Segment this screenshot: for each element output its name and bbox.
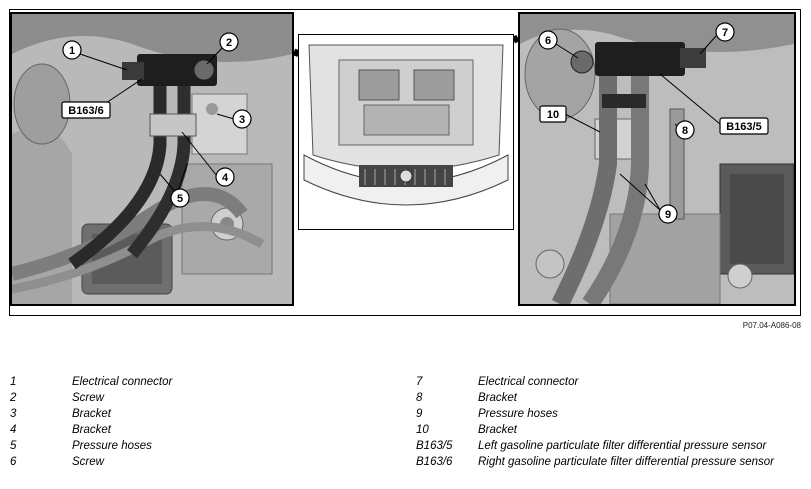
legend-description: Bracket — [478, 392, 517, 404]
right-detail-view: 6 7 8 9 10 B163/5 — [518, 12, 796, 306]
legend-item: 3 Bracket — [10, 408, 390, 424]
legend-description: Bracket — [478, 424, 517, 436]
legend-number: 5 — [10, 440, 17, 452]
legend-number: 2 — [10, 392, 17, 404]
legend-number: B163/5 — [416, 440, 453, 452]
legend-item: B163/6 Right gasoline particulate filter… — [416, 456, 806, 484]
legend-number: 3 — [10, 408, 17, 420]
svg-text:5: 5 — [177, 193, 183, 205]
legend-left: 1 Electrical connector 2 Screw 3 Bracket… — [10, 376, 390, 472]
callout-1: 1 — [62, 40, 82, 60]
legend-description: Bracket — [72, 408, 111, 420]
svg-text:2: 2 — [226, 37, 232, 49]
legend-number: 9 — [416, 408, 423, 420]
callout-10: 10 — [539, 105, 567, 123]
callout-2: 2 — [219, 32, 239, 52]
vehicle-overview — [298, 34, 514, 230]
legend-item: 9 Pressure hoses — [416, 408, 806, 424]
callout-6: 6 — [538, 30, 558, 50]
svg-text:3: 3 — [239, 114, 245, 126]
legend-right: 7 Electrical connector 8 Bracket 9 Press… — [416, 376, 806, 484]
legend-item: B163/5 Left gasoline particulate filter … — [416, 440, 806, 456]
legend-description: Electrical connector — [72, 376, 173, 388]
callout-5: 5 — [170, 188, 190, 208]
callout-9: 9 — [658, 204, 678, 224]
svg-text:7: 7 — [722, 27, 728, 39]
legend-description: Right gasoline particulate filter differ… — [478, 456, 774, 468]
legend-number: 4 — [10, 424, 17, 436]
legend-description: Left gasoline particulate filter differe… — [478, 440, 767, 452]
svg-text:4: 4 — [222, 172, 229, 184]
legend-item: 2 Screw — [10, 392, 390, 408]
callout-7: 7 — [715, 22, 735, 42]
callout-8: 8 — [675, 120, 695, 140]
legend-item: 4 Bracket — [10, 424, 390, 440]
callout-3: 3 — [232, 109, 252, 129]
legend-description: Electrical connector — [478, 376, 579, 388]
svg-text:10: 10 — [547, 109, 559, 121]
callout-b163-6: B163/6 — [61, 101, 111, 119]
legend-item: 8 Bracket — [416, 392, 806, 408]
legend-number: 10 — [416, 424, 429, 436]
legend-description: Bracket — [72, 424, 111, 436]
callout-b163-5: B163/5 — [719, 117, 769, 135]
legend-number: 7 — [416, 376, 423, 388]
legend-number: 1 — [10, 376, 17, 388]
legend-number: 6 — [10, 456, 17, 468]
svg-text:6: 6 — [545, 35, 551, 47]
legend-description: Screw — [72, 456, 104, 468]
legend-number: 8 — [416, 392, 423, 404]
figure-reference: P07.04-A086-08 — [742, 321, 801, 330]
callout-4: 4 — [215, 167, 235, 187]
legend-description: Pressure hoses — [72, 440, 152, 452]
legend-description: Pressure hoses — [478, 408, 558, 420]
legend-item: 10 Bracket — [416, 424, 806, 440]
legend-item: 5 Pressure hoses — [10, 440, 390, 456]
svg-text:B163/6: B163/6 — [68, 105, 103, 117]
left-detail-view: 1 2 3 4 5 B163/6 — [10, 12, 294, 306]
svg-text:9: 9 — [665, 209, 671, 221]
legend-description: Screw — [72, 392, 104, 404]
svg-text:8: 8 — [682, 125, 688, 137]
svg-text:1: 1 — [69, 45, 75, 57]
legend-item: 6 Screw — [10, 456, 390, 472]
svg-text:B163/5: B163/5 — [726, 121, 761, 133]
legend-number: B163/6 — [416, 456, 453, 468]
legend-item: 7 Electrical connector — [416, 376, 806, 392]
legend-item: 1 Electrical connector — [10, 376, 390, 392]
